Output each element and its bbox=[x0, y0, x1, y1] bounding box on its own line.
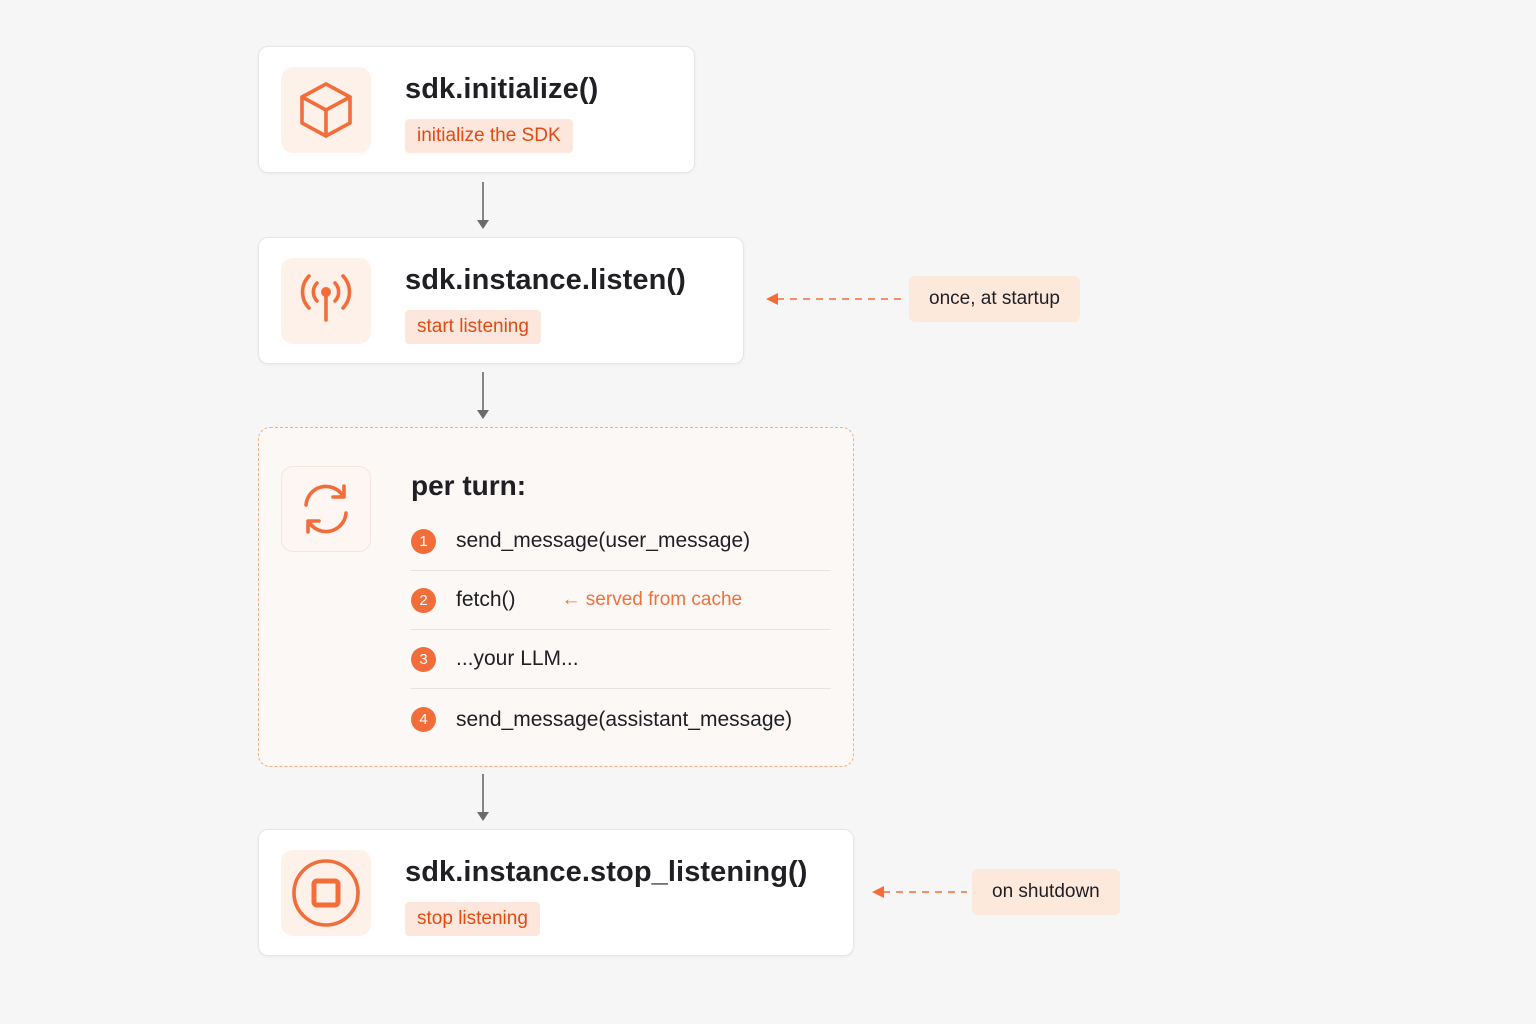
loop-step: 2 fetch() ← served from cache bbox=[411, 571, 831, 630]
step-text: send_message(user_message) bbox=[456, 529, 751, 552]
step-number: 3 bbox=[411, 646, 436, 672]
initialize-badge: initialize the SDK bbox=[405, 119, 573, 153]
step-number: 2 bbox=[411, 587, 436, 613]
refresh-icon bbox=[281, 466, 371, 552]
step-number: 1 bbox=[411, 528, 436, 554]
listen-card: sdk.instance.listen() start listening bbox=[258, 237, 744, 364]
stop-icon bbox=[281, 850, 371, 936]
dashed-arrow-left-icon bbox=[872, 886, 967, 898]
antenna-icon bbox=[281, 258, 371, 344]
cache-note: ← served from cache bbox=[561, 589, 743, 610]
arrow-down-icon bbox=[477, 372, 489, 419]
arrow-down-icon bbox=[477, 182, 489, 229]
stop-listening-title: sdk.instance.stop_listening() bbox=[405, 856, 808, 888]
step-text: ...your LLM... bbox=[456, 647, 579, 670]
loop-step: 1 send_message(user_message) bbox=[411, 512, 831, 571]
step-text: fetch() bbox=[456, 588, 516, 611]
step-text: send_message(assistant_message) bbox=[456, 707, 793, 731]
initialize-card: sdk.initialize() initialize the SDK bbox=[258, 46, 695, 173]
arrow-down-icon bbox=[477, 774, 489, 821]
listen-badge: start listening bbox=[405, 310, 541, 344]
cube-icon bbox=[281, 67, 371, 153]
initialize-title: sdk.initialize() bbox=[405, 73, 599, 105]
shutdown-annotation: on shutdown bbox=[972, 869, 1120, 915]
loop-step: 4 send_message(assistant_message) bbox=[411, 690, 831, 749]
stop-listening-card: sdk.instance.stop_listening() stop liste… bbox=[258, 829, 854, 956]
loop-step: 3 ...your LLM... bbox=[411, 630, 831, 689]
loop-title: per turn: bbox=[411, 470, 527, 501]
step-number: 4 bbox=[411, 707, 436, 732]
listen-title: sdk.instance.listen() bbox=[405, 264, 686, 296]
stop-listening-badge: stop listening bbox=[405, 902, 540, 936]
dashed-arrow-left-icon bbox=[766, 293, 903, 305]
listen-annotation: once, at startup bbox=[909, 276, 1080, 322]
per-turn-loop: per turn: 1 send_message(user_message) 2… bbox=[258, 427, 854, 767]
